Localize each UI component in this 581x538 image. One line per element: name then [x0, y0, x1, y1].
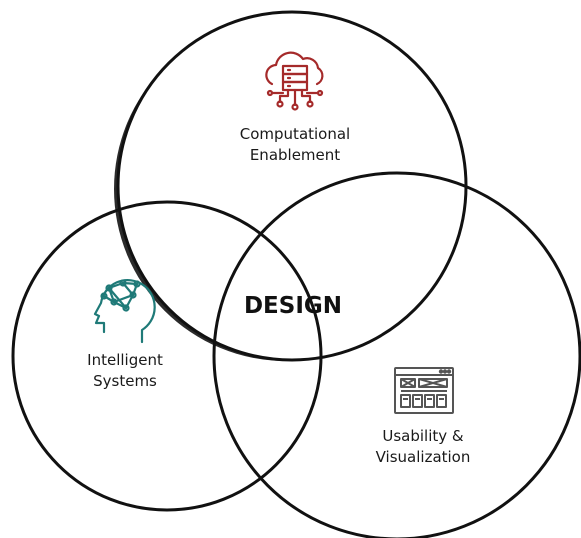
label-computational-line2: Enablement	[249, 146, 341, 164]
circle-intelligent	[11, 200, 323, 512]
circle-usability	[212, 171, 581, 538]
wireframe-layout-icon	[394, 367, 454, 414]
label-computational: Computational Enablement	[225, 124, 365, 166]
label-intelligent: Intelligent Systems	[60, 350, 190, 392]
label-usability-line2: Visualization	[375, 448, 471, 466]
cloud-server-icon	[265, 51, 324, 111]
center-label: DESIGN	[243, 293, 343, 319]
label-intelligent-line1: Intelligent	[87, 351, 163, 369]
label-usability-line1: Usability &	[382, 427, 464, 445]
label-intelligent-line2: Systems	[93, 372, 157, 390]
label-computational-line1: Computational	[239, 125, 351, 143]
brain-head-icon	[93, 279, 156, 344]
label-usability: Usability & Visualization	[358, 426, 488, 468]
